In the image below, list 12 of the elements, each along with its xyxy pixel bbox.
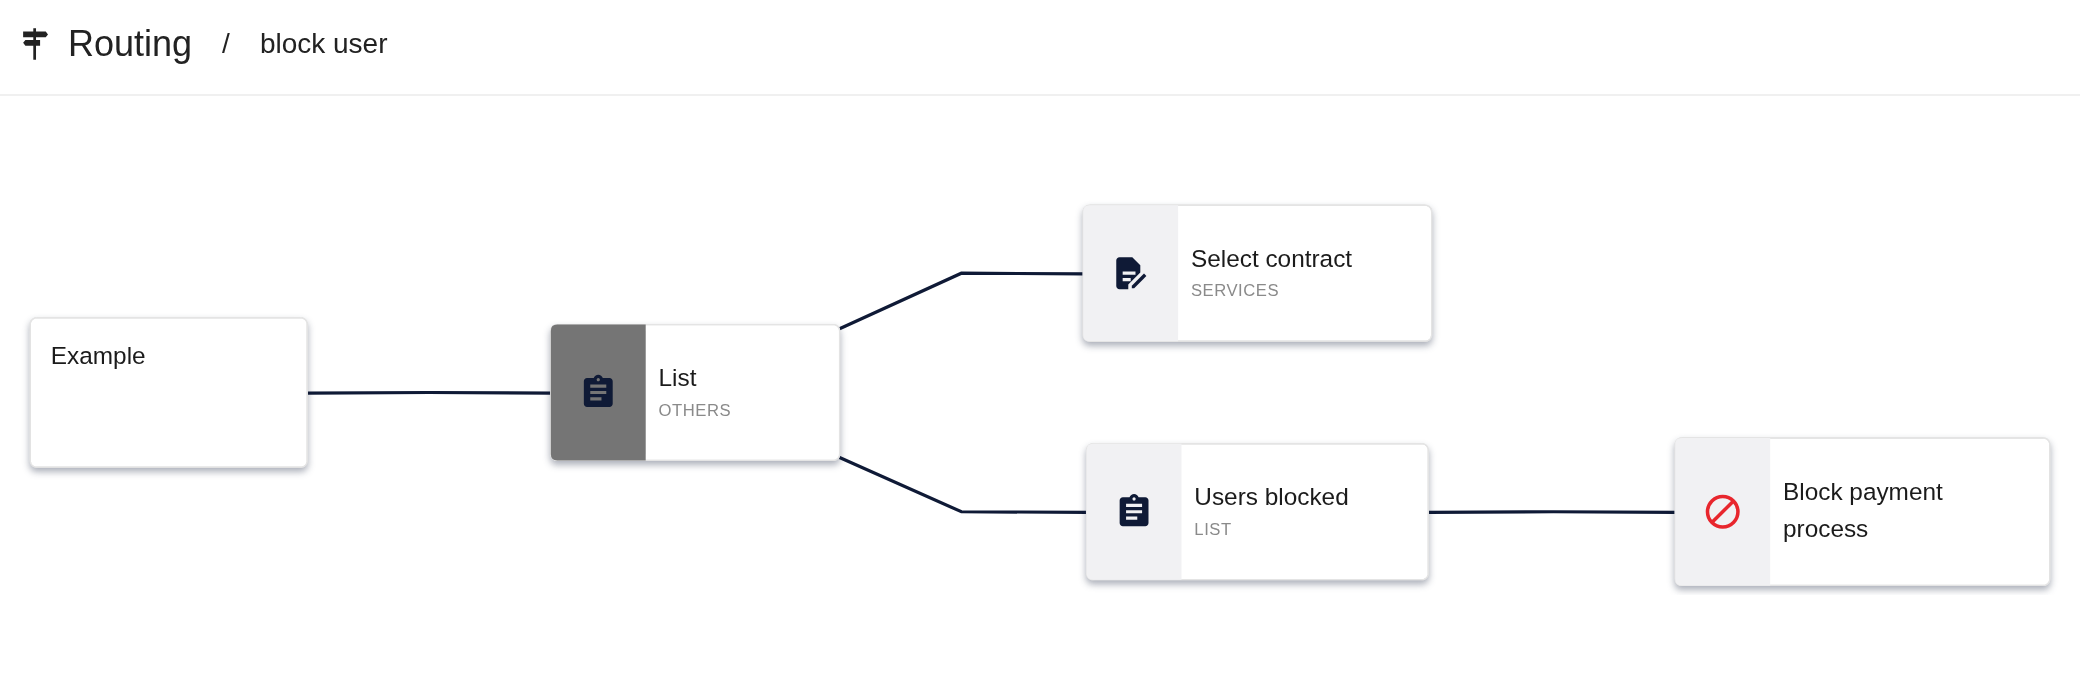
node-label: Users blocked (1194, 483, 1349, 511)
node-label: Block payment process (1782, 477, 1943, 541)
node-label: Example (50, 341, 146, 369)
node-label: Select contract (1190, 244, 1353, 272)
node-label: SERVICES (1190, 279, 1280, 300)
connector (838, 271, 1084, 330)
node-text: List OTHERS (658, 363, 732, 419)
node-label: LIST (1194, 518, 1232, 538)
breadcrumb-separator: / (222, 27, 230, 61)
connector (1428, 509, 1676, 514)
page-title: Routing (68, 22, 193, 66)
breadcrumb-text: block user (259, 27, 388, 61)
